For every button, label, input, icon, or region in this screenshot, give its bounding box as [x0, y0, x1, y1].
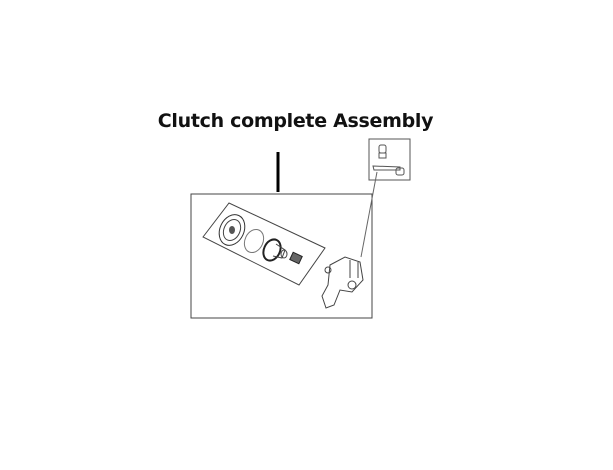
clutch-plate	[218, 214, 246, 246]
clutch-hub	[262, 238, 288, 262]
o-ring	[243, 228, 265, 254]
diagram-title: Clutch complete Assembly	[0, 110, 613, 132]
diagram-title-text: Clutch complete Assembly	[157, 110, 434, 132]
assembly-frame	[190, 193, 373, 319]
inset-leader	[360, 171, 378, 258]
detail-inset-frame	[368, 138, 411, 181]
exploded-parts-panel	[202, 202, 326, 286]
spring	[289, 251, 303, 265]
slave-cylinder-housing	[321, 256, 364, 309]
inset-parts	[372, 144, 405, 176]
